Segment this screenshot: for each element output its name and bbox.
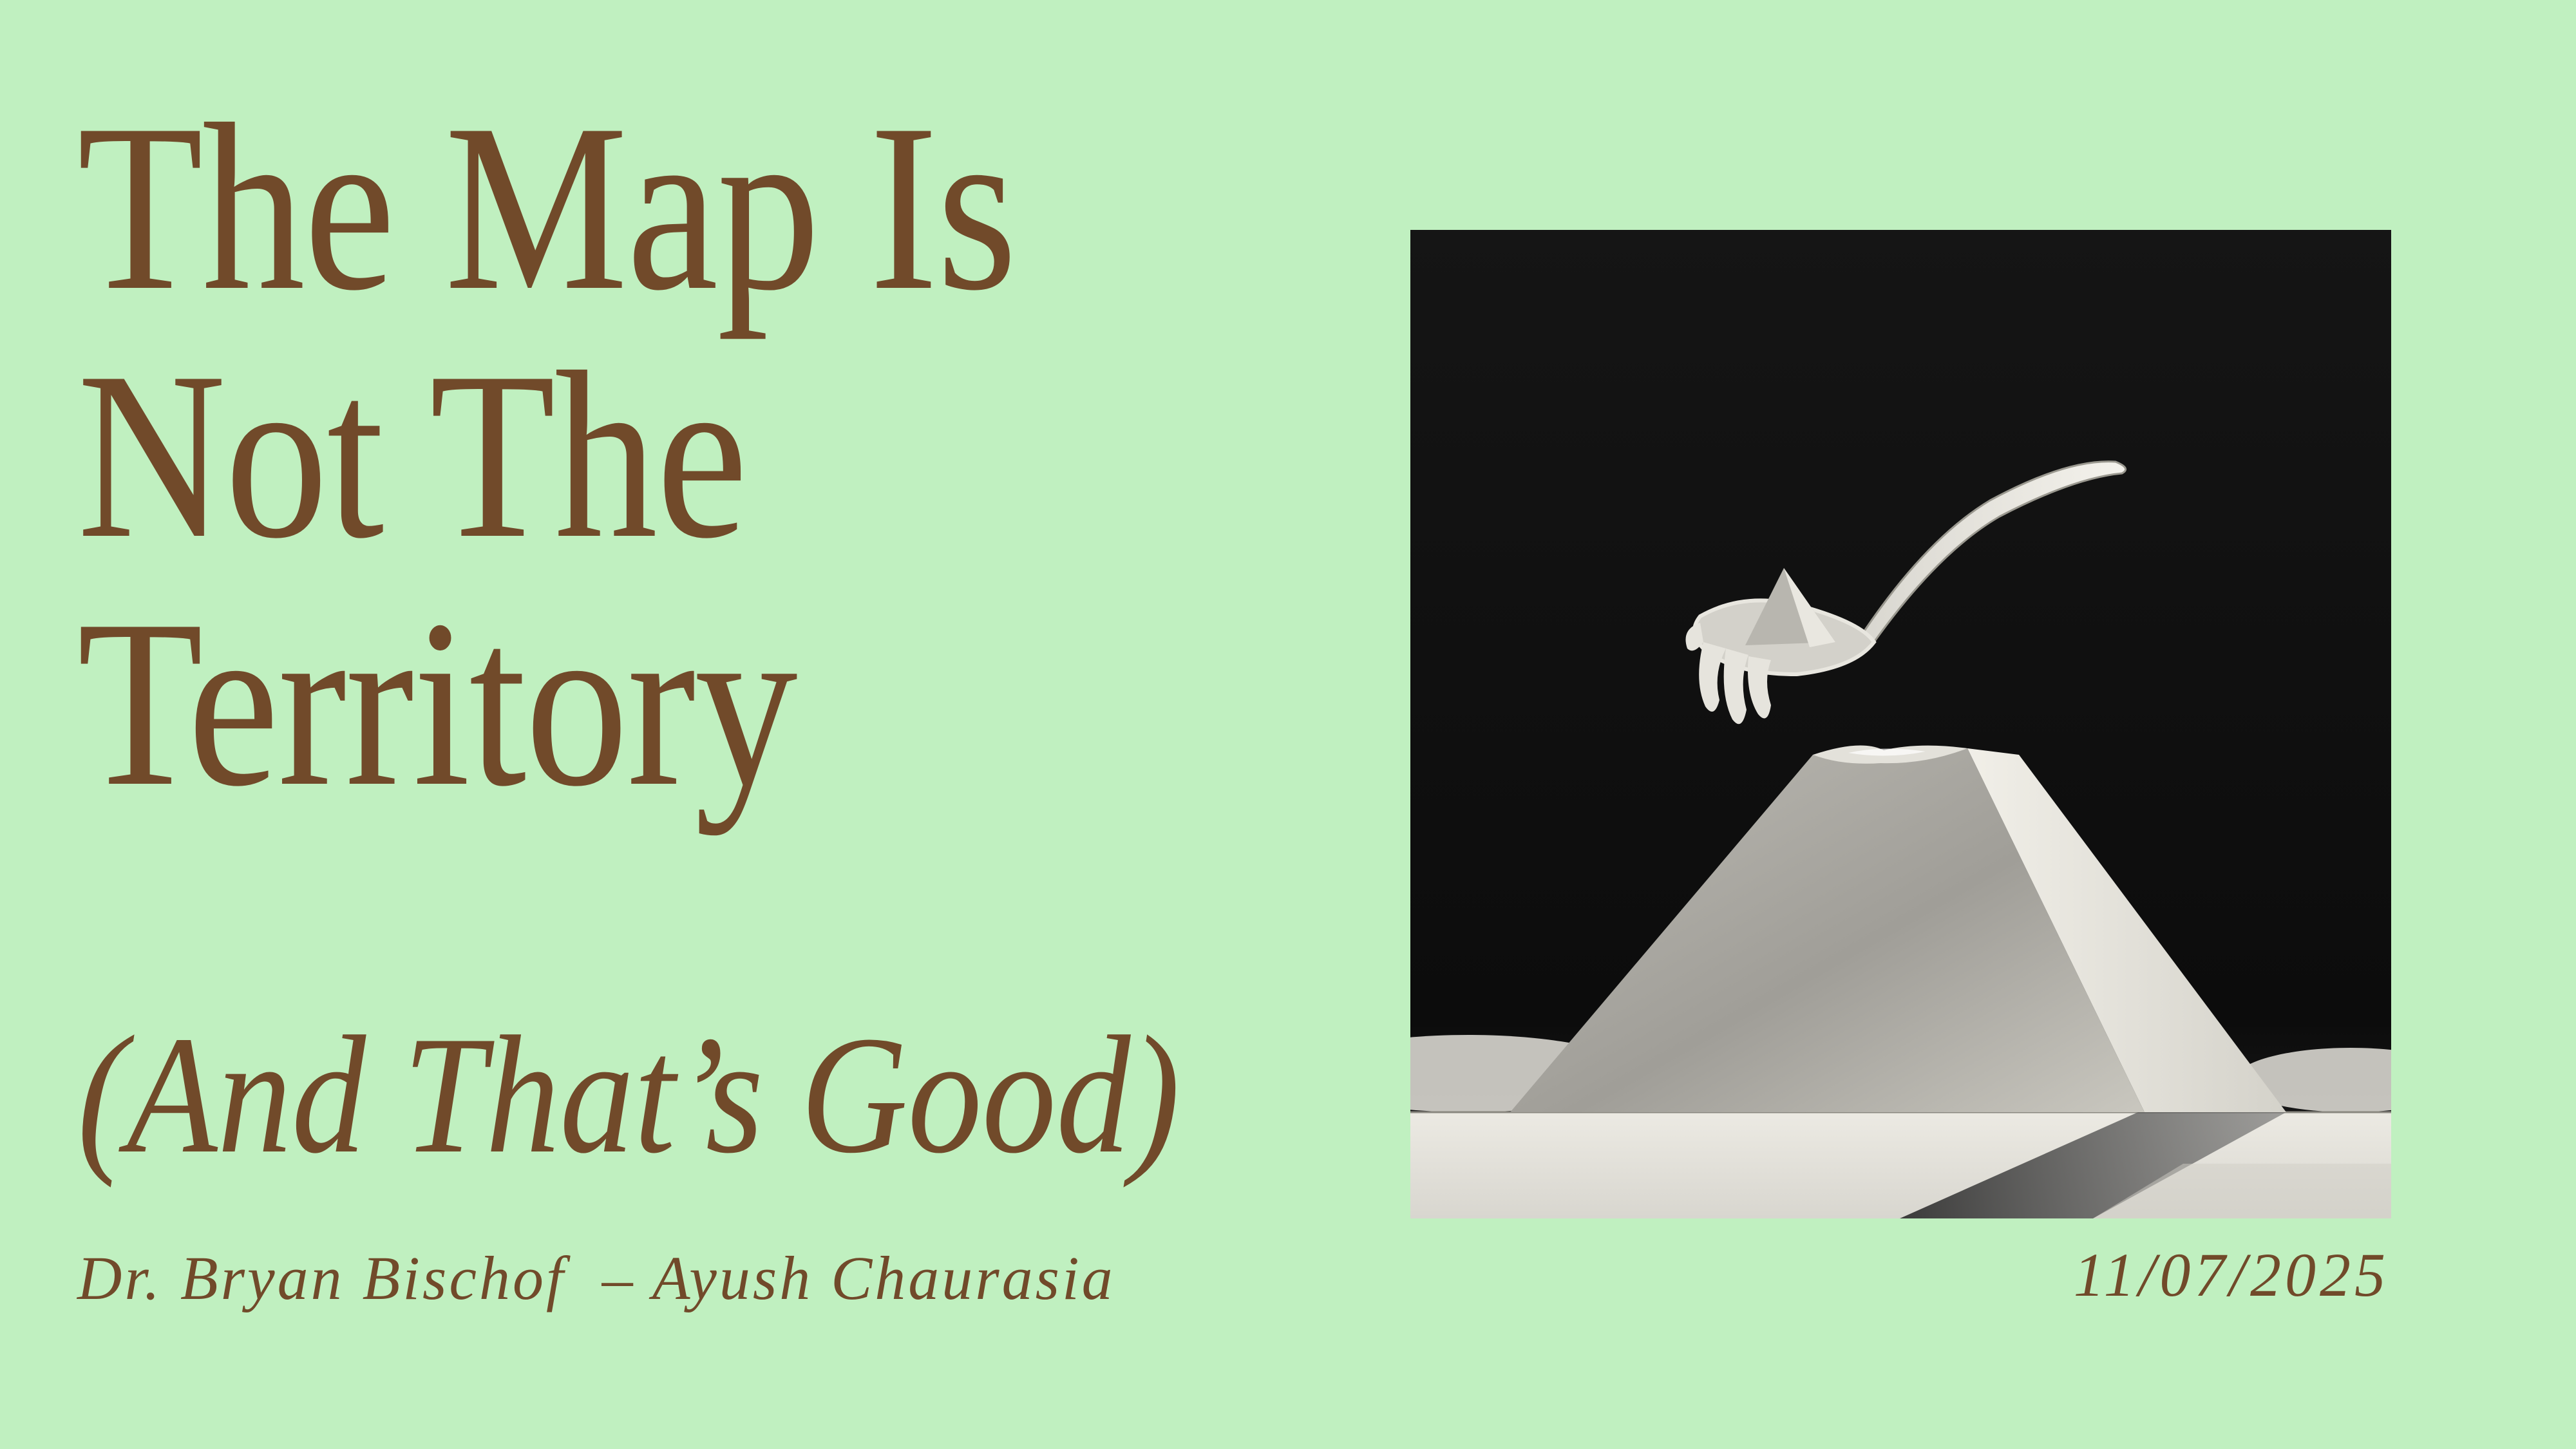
slide-title-line-1: The Map Is	[77, 75, 1017, 340]
slide-title-line-3: Territory	[77, 571, 798, 836]
spoon-mountain-icon	[1410, 230, 2391, 1218]
presentation-date: 11/07/2025	[2073, 1240, 2389, 1309]
slide-title: The Map Is Not The Territory	[77, 75, 1017, 836]
author-names: Dr. Bryan Bischof – Ayush Chaurasia	[77, 1244, 1115, 1312]
mountain-spoon-illustration	[1410, 230, 2391, 1218]
slide-subtitle: (And That’s Good)	[77, 1001, 1180, 1188]
slide-title-line-2: Not The	[77, 323, 748, 588]
